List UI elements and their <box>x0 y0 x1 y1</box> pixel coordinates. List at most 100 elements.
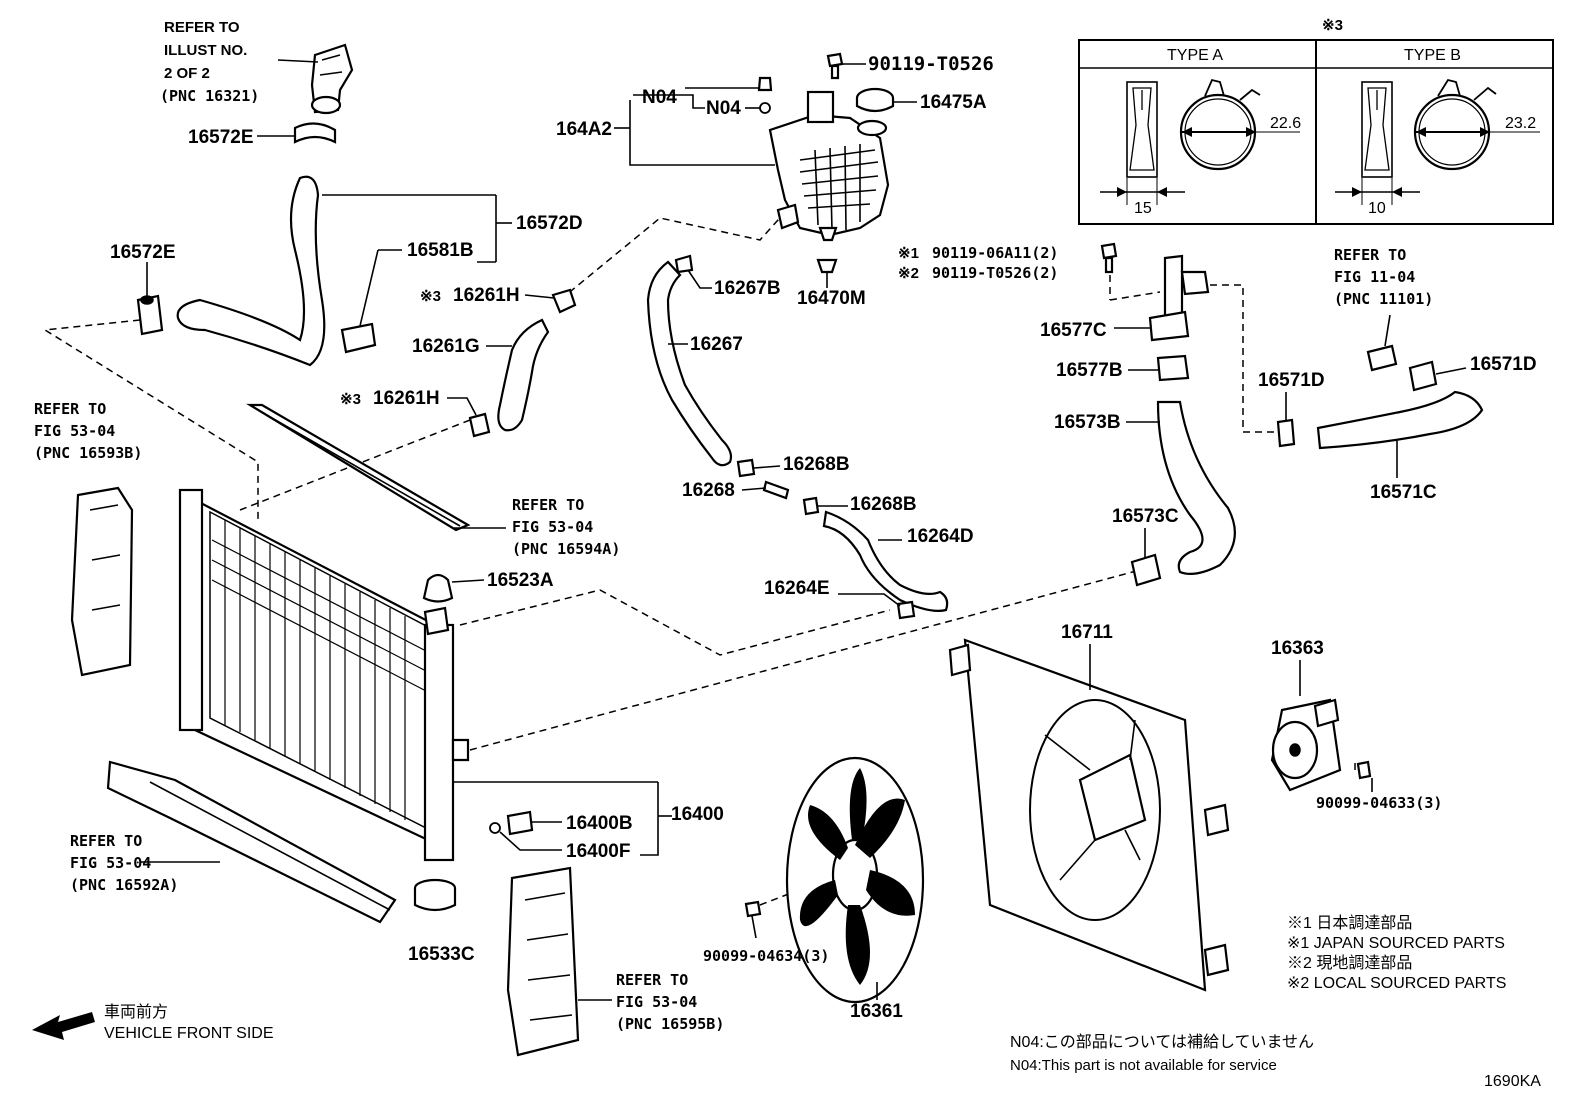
label-16261H-bottom: 16261H <box>373 388 440 409</box>
ref-16592A-line3: (PNC 16592A) <box>70 876 178 894</box>
legend-line4: ※2 LOCAL SOURCED PARTS <box>1287 975 1506 992</box>
sourcing-legend: ※1 日本調達部品 ※1 JAPAN SOURCED PARTS ※2 現地調達… <box>1287 914 1506 992</box>
label-16573B: 16573B <box>1054 412 1121 433</box>
drain-plug-16400B <box>489 810 562 851</box>
water-inlet-16577C <box>1114 254 1210 342</box>
ref-illust-16321: REFER TO ILLUST NO. 2 OF 2 (PNC 16321) <box>160 19 259 105</box>
label-16363: 16363 <box>1271 638 1324 659</box>
air-guide-16595B <box>506 866 612 1057</box>
label-16572D: 16572D <box>516 213 583 234</box>
label-16533C: 16533C <box>408 944 475 965</box>
type-b-width: 10 <box>1368 200 1386 217</box>
cap-16475A <box>855 87 917 113</box>
radiator-bottom-support <box>106 760 397 924</box>
label-N04-a: N04 <box>642 87 677 108</box>
ref-fig-53-04-16592A: REFER TO FIG 53-04 (PNC 16592A) <box>70 832 178 894</box>
ref-16592A-line2: FIG 53-04 <box>70 854 151 872</box>
hose-16571C <box>1316 390 1484 478</box>
label-16268B-bottom: 16268B <box>850 494 917 515</box>
ref-illust-line3: 2 OF 2 <box>164 65 210 82</box>
label-16261H-top: 16261H <box>453 285 520 306</box>
hose-16573B <box>1126 400 1236 575</box>
radiator-hose-upper <box>176 175 512 367</box>
ref-16592A-line1: REFER TO <box>70 832 142 850</box>
clamp-16572E-left <box>136 262 164 336</box>
label-90099-04633: 90099-04633(3) <box>1316 794 1442 812</box>
ref-illust-line2: ILLUST NO. <box>164 42 247 59</box>
ref-16593B-line2: FIG 53-04 <box>34 422 115 440</box>
clamp-16577B <box>1128 354 1190 382</box>
hose-16264D <box>736 458 949 620</box>
clamp-16572E-top <box>257 122 337 144</box>
ref-fig11-line1: REFER TO <box>1334 246 1406 264</box>
figure-id: 1690KA <box>1484 1073 1541 1090</box>
label-16581B: 16581B <box>407 240 474 261</box>
type-a-width: 15 <box>1134 200 1152 217</box>
label-16470M: 16470M <box>797 288 866 309</box>
ref-16594A-line1: REFER TO <box>512 496 584 514</box>
clamp-16571D-right <box>1408 360 1467 392</box>
type-b-title: TYPE B <box>1404 47 1461 64</box>
label-90119-T0526-2: 90119-T0526(2) <box>932 264 1058 282</box>
ref-fig-53-04-16595B: REFER TO FIG 53-04 (PNC 16595B) <box>616 971 724 1033</box>
ref-fig-11-04: REFER TO FIG 11-04 (PNC 11101) <box>1334 246 1433 308</box>
ref-fig11-line3: (PNC 11101) <box>1334 290 1433 308</box>
label-16711: 16711 <box>1061 622 1113 643</box>
legend-line2: ※1 JAPAN SOURCED PARTS <box>1287 935 1505 952</box>
clamp-type-table: ※3 TYPE A TYPE B 22.6 15 <box>1078 17 1554 225</box>
label-16264D: 16264D <box>907 526 974 547</box>
water-outlet-part <box>277 43 354 115</box>
legend-line1: ※1 日本調達部品 <box>1287 914 1412 932</box>
label-16268: 16268 <box>682 480 735 501</box>
ref-fig-53-04-16594A: REFER TO FIG 53-04 (PNC 16594A) <box>512 496 620 558</box>
front-label-jp: 車両前方 <box>104 1003 168 1021</box>
label-16572E-top: 16572E <box>188 127 254 148</box>
hose-end-11101 <box>1366 314 1398 372</box>
label-16400: 16400 <box>671 804 724 825</box>
ref-fig-53-04-16593B: REFER TO FIG 53-04 (PNC 16593B) <box>34 400 142 462</box>
label-16523A: 16523A <box>487 570 554 591</box>
type-a-clamp-drawing: 22.6 15 <box>1100 78 1301 217</box>
ref-16594A-line2: FIG 53-04 <box>512 518 593 536</box>
ref-16594A-line3: (PNC 16594A) <box>512 540 620 558</box>
legend-line3: ※2 現地調達部品 <box>1287 954 1412 972</box>
part-labels: 16572E 16572E 16572D 16581B ※3 16261H 16… <box>110 53 1537 1022</box>
label-16261G: 16261G <box>412 336 480 357</box>
label-16261H-mark: ※3 <box>420 288 441 305</box>
reservoir-tank <box>768 90 890 242</box>
type-a-title: TYPE A <box>1167 47 1223 64</box>
ref-16595B-line3: (PNC 16595B) <box>616 1015 724 1033</box>
cap-16470M <box>816 258 838 288</box>
label-16571C: 16571C <box>1370 482 1437 503</box>
ref-16595B-line1: REFER TO <box>616 971 688 989</box>
label-16268B-top: 16268B <box>783 454 850 475</box>
vehicle-front-arrow <box>32 1012 95 1040</box>
label-16267: 16267 <box>690 334 743 355</box>
label-N04-b: N04 <box>706 98 741 119</box>
front-label-en: VEHICLE FRONT SIDE <box>104 1025 274 1042</box>
n04-note-jp: N04:この部品については補給していません <box>1010 1033 1314 1051</box>
fan-motor-16363 <box>1270 660 1373 792</box>
vehicle-front-label: 車両前方 VEHICLE FRONT SIDE <box>104 1003 274 1042</box>
ref-16593B-line1: REFER TO <box>34 400 106 418</box>
ref-16595B-line2: FIG 53-04 <box>616 993 697 1011</box>
fan-16361 <box>785 756 925 1004</box>
label-16400B: 16400B <box>566 813 633 834</box>
type-b-clamp-drawing: 23.2 10 <box>1335 78 1540 217</box>
n04-service-note: N04:この部品については補給していません N04:This part is n… <box>1010 1033 1314 1074</box>
label-16571D-left: 16571D <box>1258 370 1325 391</box>
ref-fig11-line2: FIG 11-04 <box>1334 268 1415 286</box>
hose-16261G <box>447 288 577 438</box>
label-16267B: 16267B <box>714 278 781 299</box>
hose-16267 <box>646 254 733 467</box>
label-16264E: 16264E <box>764 578 830 599</box>
air-guide-16593B <box>70 486 134 677</box>
label-16261H-mark-2: ※3 <box>340 391 361 408</box>
label-16573C: 16573C <box>1112 506 1179 527</box>
label-mark-1: ※1 <box>898 245 919 262</box>
label-16572E-left: 16572E <box>110 242 176 263</box>
ref-illust-line1: REFER TO <box>164 19 240 36</box>
label-90099-04634: 90099-04634(3) <box>703 947 829 965</box>
cap-16533C <box>413 878 457 912</box>
